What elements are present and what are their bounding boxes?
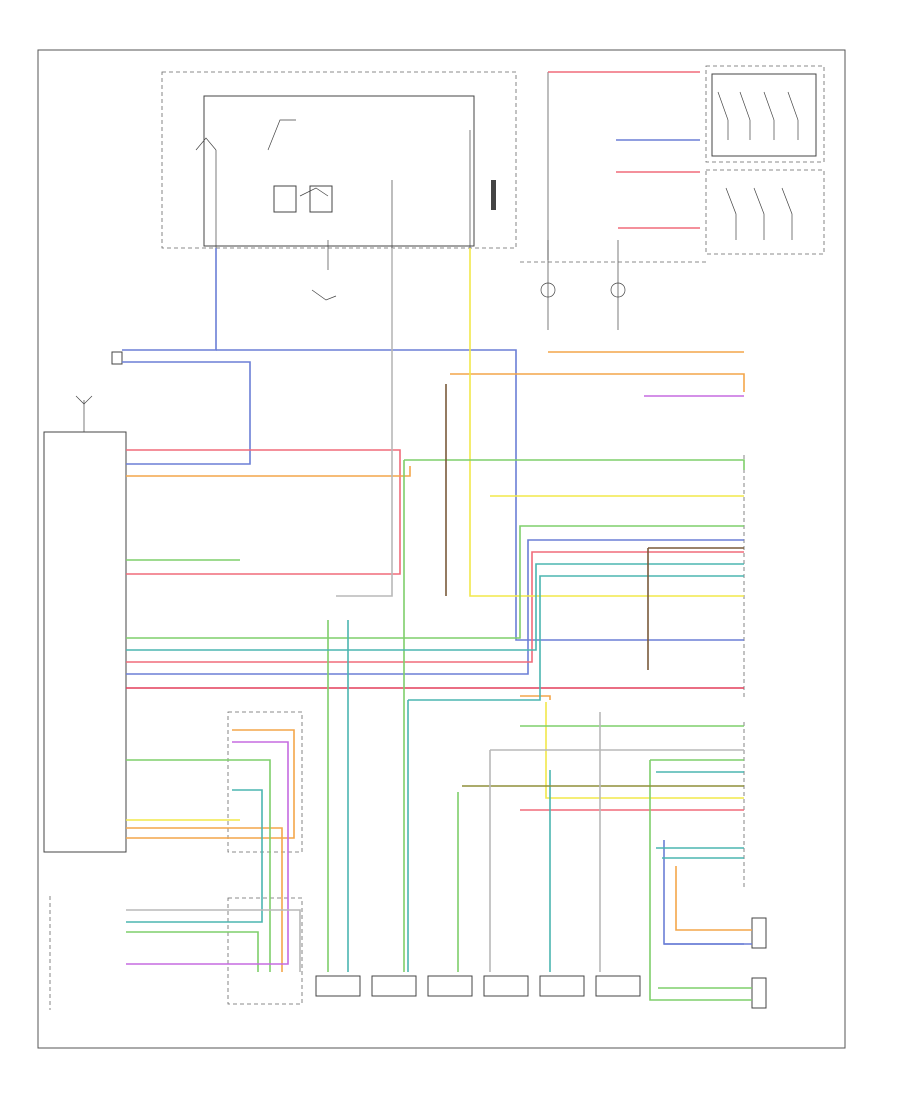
diagram-frame bbox=[37, 49, 846, 1049]
right-switch-modules bbox=[520, 65, 825, 330]
switch-block bbox=[161, 71, 517, 301]
wires bbox=[122, 71, 752, 1001]
radio-module bbox=[43, 351, 127, 853]
speakers bbox=[315, 917, 767, 1009]
amplifier-module bbox=[49, 711, 303, 1010]
